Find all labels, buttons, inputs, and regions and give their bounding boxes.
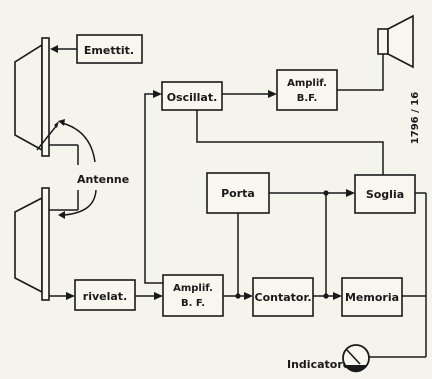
antenne-curve-upper (61, 122, 96, 163)
amplif-bf-top-label-line1: Amplif. (287, 78, 327, 89)
emettit-label: Emettit. (84, 44, 134, 57)
amplif-to-oscillat-wire (144, 93, 163, 284)
upper-antenna-horn (14, 37, 50, 157)
antenna-diagonal-line (36, 124, 58, 151)
amplif-bf-top-block: Amplif. B.F. (276, 69, 338, 111)
amplif-bf-bottom-label-line1: Amplif. (173, 283, 213, 294)
rivelat-label: rivelat. (83, 290, 127, 303)
antenna-diagonal-arrowhead (54, 121, 59, 128)
contator-block: Contator. (252, 277, 314, 317)
amplif-to-speaker-wire (337, 54, 384, 91)
memoria-label: Memoria (345, 291, 399, 304)
figure-number: 1796 / 16 (410, 92, 421, 144)
emettit-arrowhead (50, 45, 58, 53)
antenne-curve-lower-arrowhead (58, 211, 65, 219)
contator-label: Contator. (255, 291, 312, 304)
rivelat-to-amplif-arrowhead (154, 292, 163, 300)
antenne-curve-lower (63, 189, 97, 216)
soglia-block: Soglia (354, 174, 416, 214)
porta-to-soglia-arrowhead (346, 189, 355, 197)
lower-antenna-horn (14, 187, 50, 301)
rivelat-block: rivelat. (74, 279, 136, 311)
amplif-bf-bottom-label-line2: B. F. (181, 298, 205, 309)
emettit-block: Emettit. (76, 34, 143, 64)
oscillat-to-amplif-arrowhead (268, 90, 277, 98)
memoria-block: Memoria (341, 277, 403, 317)
antenne-curve-upper-arrowhead (58, 119, 65, 126)
amplif-bf-top-label-line2: B.F. (297, 93, 318, 104)
amplif-bf-bottom-block: Amplif. B. F. (162, 274, 224, 317)
porta-block: Porta (206, 172, 270, 214)
amplif-to-contator-arrowhead (244, 292, 253, 300)
porta-label: Porta (221, 187, 255, 200)
indicator-meter-icon (342, 344, 370, 373)
oscillat-label: Oscillat. (167, 91, 218, 104)
indicatore-label: Indicatore (287, 358, 350, 371)
antenne-label: Antenne (77, 173, 129, 186)
soglia-label: Soglia (366, 188, 404, 201)
loudspeaker-icon (377, 14, 414, 69)
oscillat-block: Oscillat. (161, 81, 223, 111)
amplif-to-oscillat-arrowhead (153, 90, 162, 98)
antenna-to-rivelat-arrowhead (66, 292, 75, 300)
contator-to-memoria-arrowhead (333, 292, 342, 300)
oscillat-to-soglia-wire (196, 110, 384, 175)
